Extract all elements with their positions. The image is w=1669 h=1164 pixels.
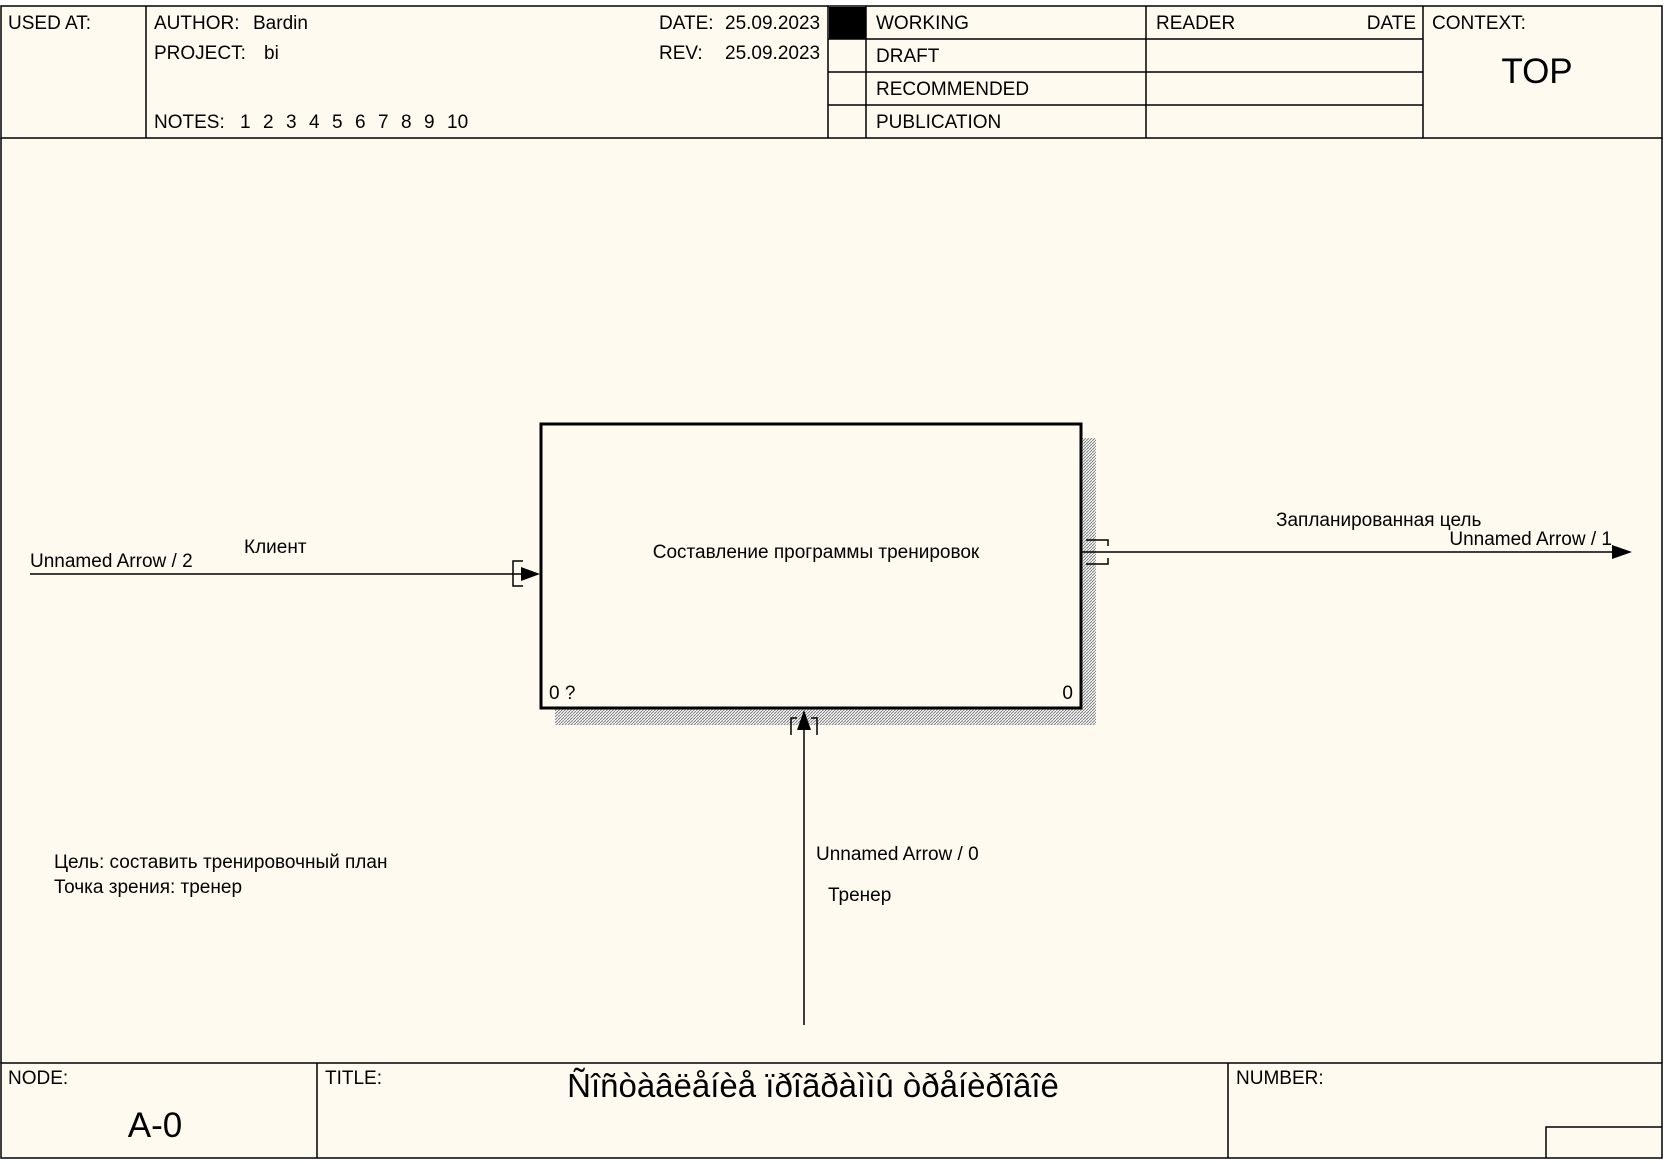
input-tunnel-bracket <box>512 560 523 587</box>
input-arrow-id[interactable]: Unnamed Arrow / 2 <box>30 551 193 572</box>
project-label: PROJECT: <box>154 43 246 64</box>
working-status-marker <box>829 7 866 39</box>
input-arrowhead <box>521 567 540 581</box>
date-value: 25.09.2023 <box>725 13 820 34</box>
mechanism-tunnel-bracket <box>790 717 818 735</box>
status-publication: PUBLICATION <box>876 112 1001 133</box>
viewpoint-note: Точка зрения: тренер <box>54 877 242 898</box>
node-label: NODE: <box>8 1068 68 1089</box>
notes-label: NOTES: <box>154 112 225 133</box>
note-number[interactable]: 2 <box>263 112 274 133</box>
purpose-note: Цель: составить тренировочный план <box>54 852 387 873</box>
activity-number-left: 0 ? <box>549 683 575 704</box>
input-arrow[interactable] <box>30 560 540 587</box>
project-value: bi <box>264 43 279 64</box>
diagram-title: Ñîñòàâëåíèå ïðîãðàììû òðåíèðîâîê <box>567 1067 1059 1104</box>
note-number[interactable]: 4 <box>309 112 320 133</box>
diagram-body: Составление программы тренировок 0 ? 0 U… <box>0 138 1663 1063</box>
note-number[interactable]: 1 <box>240 112 251 133</box>
note-number[interactable]: 6 <box>355 112 366 133</box>
reader-label: READER <box>1156 13 1235 34</box>
mechanism-arrow[interactable] <box>790 710 818 1025</box>
node-value: A-0 <box>128 1106 182 1145</box>
header-block <box>0 5 1663 139</box>
footer-block <box>0 1062 1663 1159</box>
output-arrow-id[interactable]: Unnamed Arrow / 1 <box>1449 529 1612 550</box>
title-label: TITLE: <box>325 1068 382 1089</box>
note-number[interactable]: 8 <box>401 112 412 133</box>
notes-numbers: 1 2 3 4 5 6 7 8 9 10 <box>240 112 468 133</box>
activity-shadow-bottom <box>555 709 1096 725</box>
output-arrowhead <box>1612 545 1632 559</box>
note-number[interactable]: 9 <box>424 112 435 133</box>
author-label: AUTHOR: <box>154 13 240 34</box>
activity-shadow-right <box>1082 438 1096 725</box>
note-number[interactable]: 5 <box>332 112 343 133</box>
note-number[interactable]: 7 <box>378 112 389 133</box>
number-label: NUMBER: <box>1236 1068 1324 1089</box>
note-number[interactable]: 10 <box>447 112 468 133</box>
output-tunnel-bracket-bottom <box>1086 558 1109 565</box>
context-value: TOP <box>1501 52 1572 91</box>
activity-box[interactable] <box>539 422 1083 710</box>
rev-label: REV: <box>659 43 703 64</box>
author-value: Bardin <box>253 13 308 34</box>
number-corner-box <box>1545 1126 1662 1158</box>
status-draft: DRAFT <box>876 46 940 67</box>
date-label: DATE: <box>659 13 714 34</box>
mechanism-arrowhead <box>797 710 811 730</box>
status-recommended: RECOMMENDED <box>876 79 1029 100</box>
input-arrow-label[interactable]: Клиент <box>244 537 307 558</box>
mechanism-arrow-id[interactable]: Unnamed Arrow / 0 <box>816 844 979 865</box>
used-at-label: USED AT: <box>8 13 91 34</box>
activity-name: Составление программы тренировок <box>653 542 980 563</box>
activity-number-right: 0 <box>1062 683 1073 704</box>
context-label: CONTEXT: <box>1432 13 1526 34</box>
mechanism-arrow-label[interactable]: Тренер <box>828 885 891 906</box>
status-working: WORKING <box>876 13 969 34</box>
note-number[interactable]: 3 <box>286 112 297 133</box>
output-tunnel-bracket-top <box>1086 539 1109 546</box>
reader-date-label: DATE <box>1367 13 1416 34</box>
output-arrow[interactable] <box>1082 539 1632 565</box>
output-arrow-label[interactable]: Запланированная цель <box>1276 510 1481 531</box>
rev-value: 25.09.2023 <box>725 43 820 64</box>
